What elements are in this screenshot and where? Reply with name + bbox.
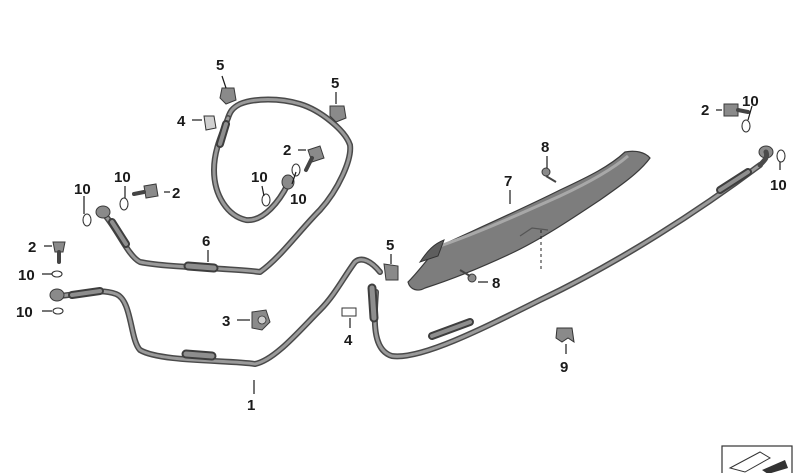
bolt-part-2-left xyxy=(52,241,66,264)
callout-9: 9 xyxy=(560,359,568,376)
fitting-part-4-top xyxy=(203,115,217,131)
callout-1: 1 xyxy=(247,397,255,414)
banjo-fitting xyxy=(95,205,111,219)
callout-2: 2 xyxy=(283,142,291,159)
callout-8: 8 xyxy=(541,139,549,156)
screw-part-8-upper xyxy=(541,167,557,183)
leader-lines xyxy=(42,75,781,394)
callout-4: 4 xyxy=(177,113,186,130)
cover-part-7 xyxy=(407,150,651,291)
washer xyxy=(119,197,129,211)
bracket-part-5-mid xyxy=(329,105,347,123)
callout-10: 10 xyxy=(290,191,307,208)
washers-part-10 xyxy=(51,119,786,315)
callout-6: 6 xyxy=(202,233,210,250)
brake-line-part-1 xyxy=(49,256,383,367)
callout-10: 10 xyxy=(18,267,35,284)
washer xyxy=(52,307,64,315)
bolt-part-2-upper xyxy=(304,145,325,172)
bolt-part-2-right xyxy=(723,103,750,117)
callout-5: 5 xyxy=(331,75,339,92)
callout-10: 10 xyxy=(251,169,268,186)
callout-2: 2 xyxy=(701,102,709,119)
callout-4: 4 xyxy=(344,332,353,349)
callout-2: 2 xyxy=(172,185,180,202)
brake-line-part-1-rear xyxy=(367,145,774,360)
clip-part-9 xyxy=(555,327,575,344)
callout-7: 7 xyxy=(504,173,512,190)
bolt-part-2-mid xyxy=(132,183,159,199)
bracket-part-5-top xyxy=(219,87,237,105)
callout-5: 5 xyxy=(386,237,394,254)
clip-part-3 xyxy=(251,309,271,331)
brake-line-part-6 xyxy=(95,96,354,275)
screw-part-8-lower xyxy=(459,269,477,283)
fitting-part-4-mid xyxy=(341,307,357,317)
callout-3: 3 xyxy=(222,313,230,330)
callout-10: 10 xyxy=(742,93,759,110)
washer xyxy=(261,193,271,207)
callout-10: 10 xyxy=(770,177,787,194)
washer xyxy=(741,119,751,133)
hose-sleeve xyxy=(70,289,102,297)
callout-2: 2 xyxy=(28,239,36,256)
callout-10: 10 xyxy=(74,181,91,198)
callout-10: 10 xyxy=(114,169,131,186)
banjo-fitting xyxy=(49,288,65,302)
banjo-fitting xyxy=(281,174,295,190)
hose-sleeve xyxy=(183,351,215,359)
washer xyxy=(51,270,63,278)
callout-10: 10 xyxy=(16,304,33,321)
callout-5: 5 xyxy=(216,57,224,74)
corner-thumbnail-icon xyxy=(721,445,793,473)
washer xyxy=(291,163,301,177)
callout-8: 8 xyxy=(492,275,500,292)
callout-numbers: 1 2 2 2 2 3 4 4 5 5 5 6 7 8 8 9 10 10 10… xyxy=(16,57,787,414)
washer xyxy=(82,213,92,227)
bracket-part-5-right xyxy=(383,263,399,281)
washer xyxy=(776,149,786,163)
